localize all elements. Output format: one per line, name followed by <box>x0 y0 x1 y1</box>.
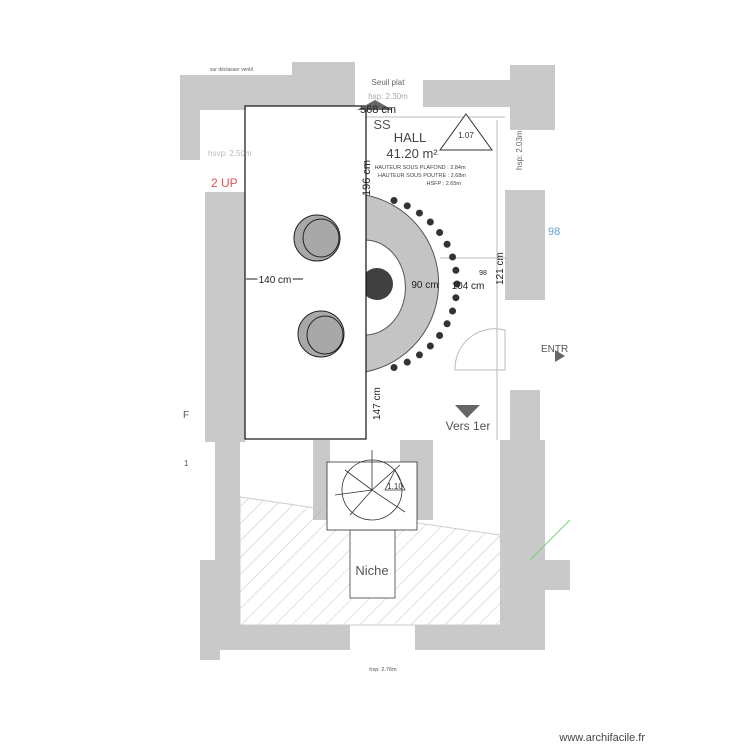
arc-dot <box>436 229 444 237</box>
seuil-plat-label: Seuil plat <box>372 78 406 87</box>
hsp-right: hsp: 2.03m <box>515 130 524 170</box>
hsp-top: hsp: 2.30m <box>368 92 408 101</box>
level-triangle <box>439 113 493 151</box>
stairs-down-arrow <box>455 405 480 418</box>
entry-arrow <box>555 350 565 362</box>
tree-level-label: 1.10 <box>387 482 403 491</box>
hsp-left: hsvp: 2.50m <box>208 149 252 158</box>
top-note: sur déclasser ventil <box>210 67 253 73</box>
niche-label: Niche <box>355 563 388 578</box>
beam-height: HAUTEUR SOUS POUTRE : 2.68m <box>378 173 466 179</box>
ceiling-height: HAUTEUR SOUS PLAFOND : 2.84m <box>374 165 465 171</box>
tree-icon <box>326 450 418 531</box>
two-up-label: 2 UP <box>211 176 238 190</box>
selection-rectangle[interactable] <box>244 105 367 440</box>
arc-dot <box>415 209 423 217</box>
arc-dot <box>452 266 460 274</box>
arc-dot <box>449 253 457 261</box>
hsp-bottom: hsp: 2.76m <box>369 667 397 673</box>
room-name: HALL <box>394 130 427 145</box>
arc-dot <box>426 342 434 350</box>
vers-1er-label: Vers 1er <box>446 419 491 433</box>
dim-140: 140 cm <box>259 275 292 286</box>
dim-104: 104 cm <box>452 281 485 292</box>
pouf-top[interactable] <box>293 214 341 262</box>
arc-dot <box>436 331 444 339</box>
arc-dot <box>426 218 434 226</box>
arc-dot <box>403 202 411 210</box>
entry-label: ENTR <box>541 344 568 355</box>
arc-dot <box>453 280 461 288</box>
arc-dot <box>443 320 451 328</box>
dim-121: 121 cm <box>495 252 506 285</box>
column <box>361 268 393 300</box>
level-marker: 1.07 <box>458 131 474 140</box>
dim-147: 147 cm <box>372 387 383 420</box>
arc-dot <box>443 240 451 248</box>
arc-dot <box>449 307 457 315</box>
ss-arrow <box>357 100 393 110</box>
left-1-label: 1 <box>184 459 189 468</box>
dot-arc <box>390 196 461 372</box>
arc-dot <box>390 196 398 204</box>
left-f-label: F <box>183 410 189 421</box>
room-area: 41.20 m² <box>386 146 438 161</box>
dim-90: 90 cm <box>411 280 438 291</box>
ss-label: SS <box>373 117 391 132</box>
arc-dot <box>452 294 460 302</box>
arc-dot <box>415 351 423 359</box>
hsfp: HSFP : 2.65m <box>427 181 462 187</box>
dim-98: 98 <box>479 270 487 277</box>
dim-width-top: 568 cm <box>360 104 396 116</box>
arc-dot <box>390 364 398 372</box>
dim-height-left: 196 cm <box>361 160 373 196</box>
right-98-label: 98 <box>548 226 560 238</box>
arc-dot <box>403 358 411 366</box>
pouf-bottom[interactable] <box>297 310 345 358</box>
watermark: www.archifacile.fr <box>558 732 645 744</box>
